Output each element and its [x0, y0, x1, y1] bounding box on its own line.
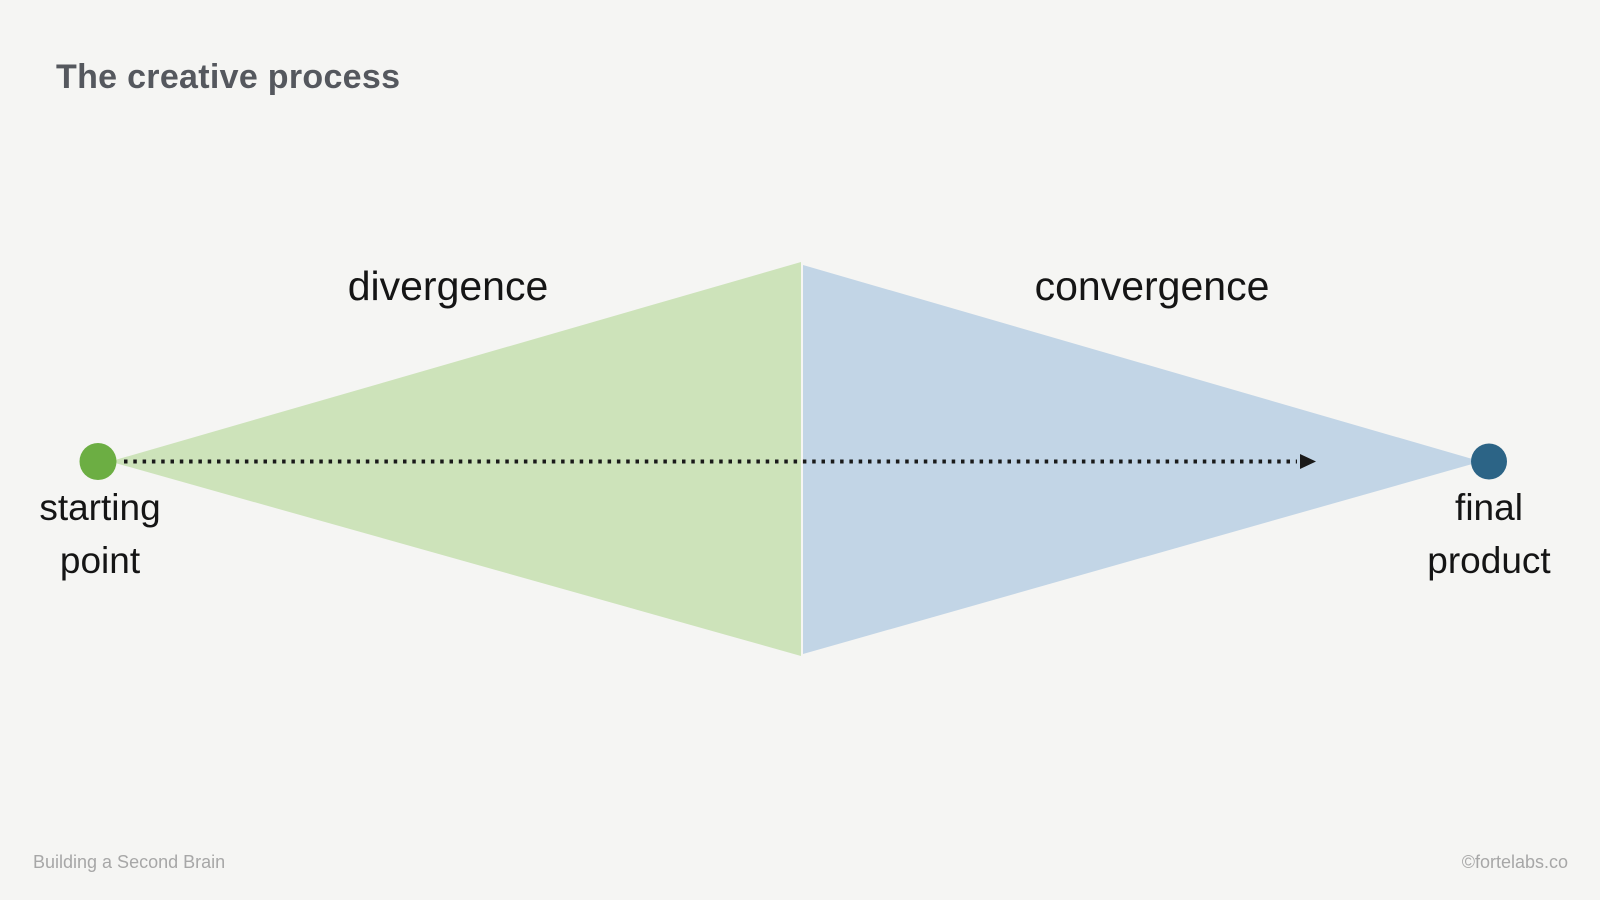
starting-point-label: starting point — [0, 481, 210, 587]
starting-point-dot — [79, 443, 117, 480]
divergence-label: divergence — [347, 263, 549, 309]
process-arrowhead-icon — [1300, 454, 1316, 469]
final-product-label: final product — [1379, 481, 1599, 587]
convergence-triangle — [803, 265, 1481, 654]
final-product-label-line1: final — [1455, 487, 1523, 528]
final-product-dot — [1471, 443, 1507, 480]
convergence-label: convergence — [1034, 263, 1270, 309]
starting-point-label-line2: point — [59, 540, 141, 581]
starting-point-label-line1: starting — [39, 487, 161, 528]
footer-credit: ©fortelabs.co — [1461, 852, 1568, 872]
footer-book-title: Building a Second Brain — [33, 852, 226, 872]
final-product-label-line2: product — [1427, 540, 1551, 581]
page-title: The creative process — [56, 58, 401, 96]
divergence-triangle — [110, 262, 801, 656]
